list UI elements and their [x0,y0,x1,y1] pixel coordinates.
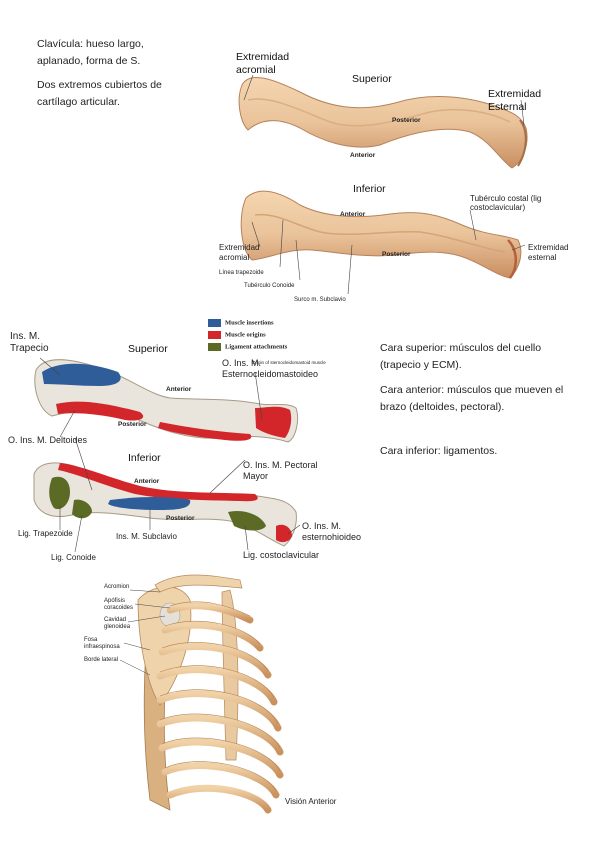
lig-costoclavicular-label: Lig. costoclavicular [243,550,320,560]
cara-inferior-text: Cara inferior: ligamentos. [380,445,498,457]
o-pectoral-label-1: O. Ins. M. Pectoral [243,460,318,470]
attachments-inf-posterior-label: Posterior [166,515,195,522]
clavicle-description: Clavícula: hueso largo, aplanado, forma … [37,38,144,67]
superior-posterior-label: Posterior [392,117,421,124]
o-esternohioideo-label-2: esternohioideo [302,532,362,542]
apofisis-label-1: Apófisis [104,598,126,604]
cavidad-label-2: glenoidea [104,624,131,630]
vision-anterior-caption: Visión Anterior [285,797,337,806]
legend-swatch-origins [208,331,221,339]
ins-trapecio-label-1: Ins. M. [10,331,41,342]
inf-ext-acromial-label-1: Extremidad [219,243,260,252]
inf-ext-acromial-label-2: acromial [219,253,250,262]
borde-lateral-label: Borde lateral [84,657,119,663]
tuberculo-costal-label: Tubérculo costal (lig costoclavicular) [470,194,542,212]
inf-ext-esternal-label-1: Extremidad [528,243,569,252]
legend-item-ligaments: Ligament attachments [208,343,287,353]
o-pectoral-label-2: Mayor [243,471,269,481]
inferior-posterior-label: Posterior [382,251,411,258]
fosa-label-2: infraespinosa [84,644,120,650]
cavidad-label-1: Cavidad [104,617,127,623]
inferior-view-title: Inferior [353,183,386,195]
lig-trapezoide-label: Lig. Trapezoide [18,529,73,538]
legend-swatch-ligaments [208,343,221,351]
ext-acromial-label-2: acromial [236,64,276,76]
o-ecm-label-1: O. Ins. M. [222,358,262,368]
ext-acromial-label-1: Extremidad [236,51,290,63]
legend-item-origins: Muscle origins [208,331,266,341]
legend-item-insertions: Muscle insertions [208,319,274,329]
ext-esternal-label-1: Extremidad [488,88,542,100]
o-deltoides-label: O. Ins. M. Deltoides [8,435,88,445]
apofisis-label-2: coracoides [104,605,134,611]
fosa-label-1: Fosa [84,637,98,643]
attachments-posterior-label: Posterior [118,421,147,428]
cara-anterior-text: Cara anterior: músculos que mueven el br… [380,384,564,413]
tuberculo-conoide-label: Tubérculo Conoide [244,283,295,289]
inferior-anterior-label: Anterior [340,211,366,218]
superior-anterior-label: Anterior [350,152,376,159]
attachments-inferior-title: Inferior [128,452,161,464]
o-esternohioideo-label-1: O. Ins. M. [302,521,342,531]
extremes-description: Dos extremos cubiertos de cartílago arti… [37,79,162,108]
origin-ecm-small-label: Origin of sternocleidomastoid muscle [252,360,326,365]
acromion-label: Acromion [104,584,130,590]
o-ecm-label-2: Esternocleidomastoideo [222,369,319,379]
cara-superior-text: Cara superior: músculos del cuello (trap… [380,342,542,371]
ins-subclavio-label: Ins. M. Subclavio [116,532,177,541]
attachments-inf-anterior-label: Anterior [134,478,160,485]
lig-conoide-label: Lig. Conoide [51,553,96,562]
attachments-anterior-label: Anterior [166,386,192,393]
linea-trapezoide-label: Línea trapezoide [219,270,264,276]
surco-subclavio-label: Surco m. Subclavio [294,297,346,303]
legend-swatch-insertions [208,319,221,327]
ext-esternal-label-2: Esternal [488,101,527,113]
inf-ext-esternal-label-2: esternal [528,253,557,262]
attachments-superior-title: Superior [128,343,168,355]
superior-view-title: Superior [352,73,392,85]
ins-trapecio-label-2: Trapecio [10,343,49,354]
